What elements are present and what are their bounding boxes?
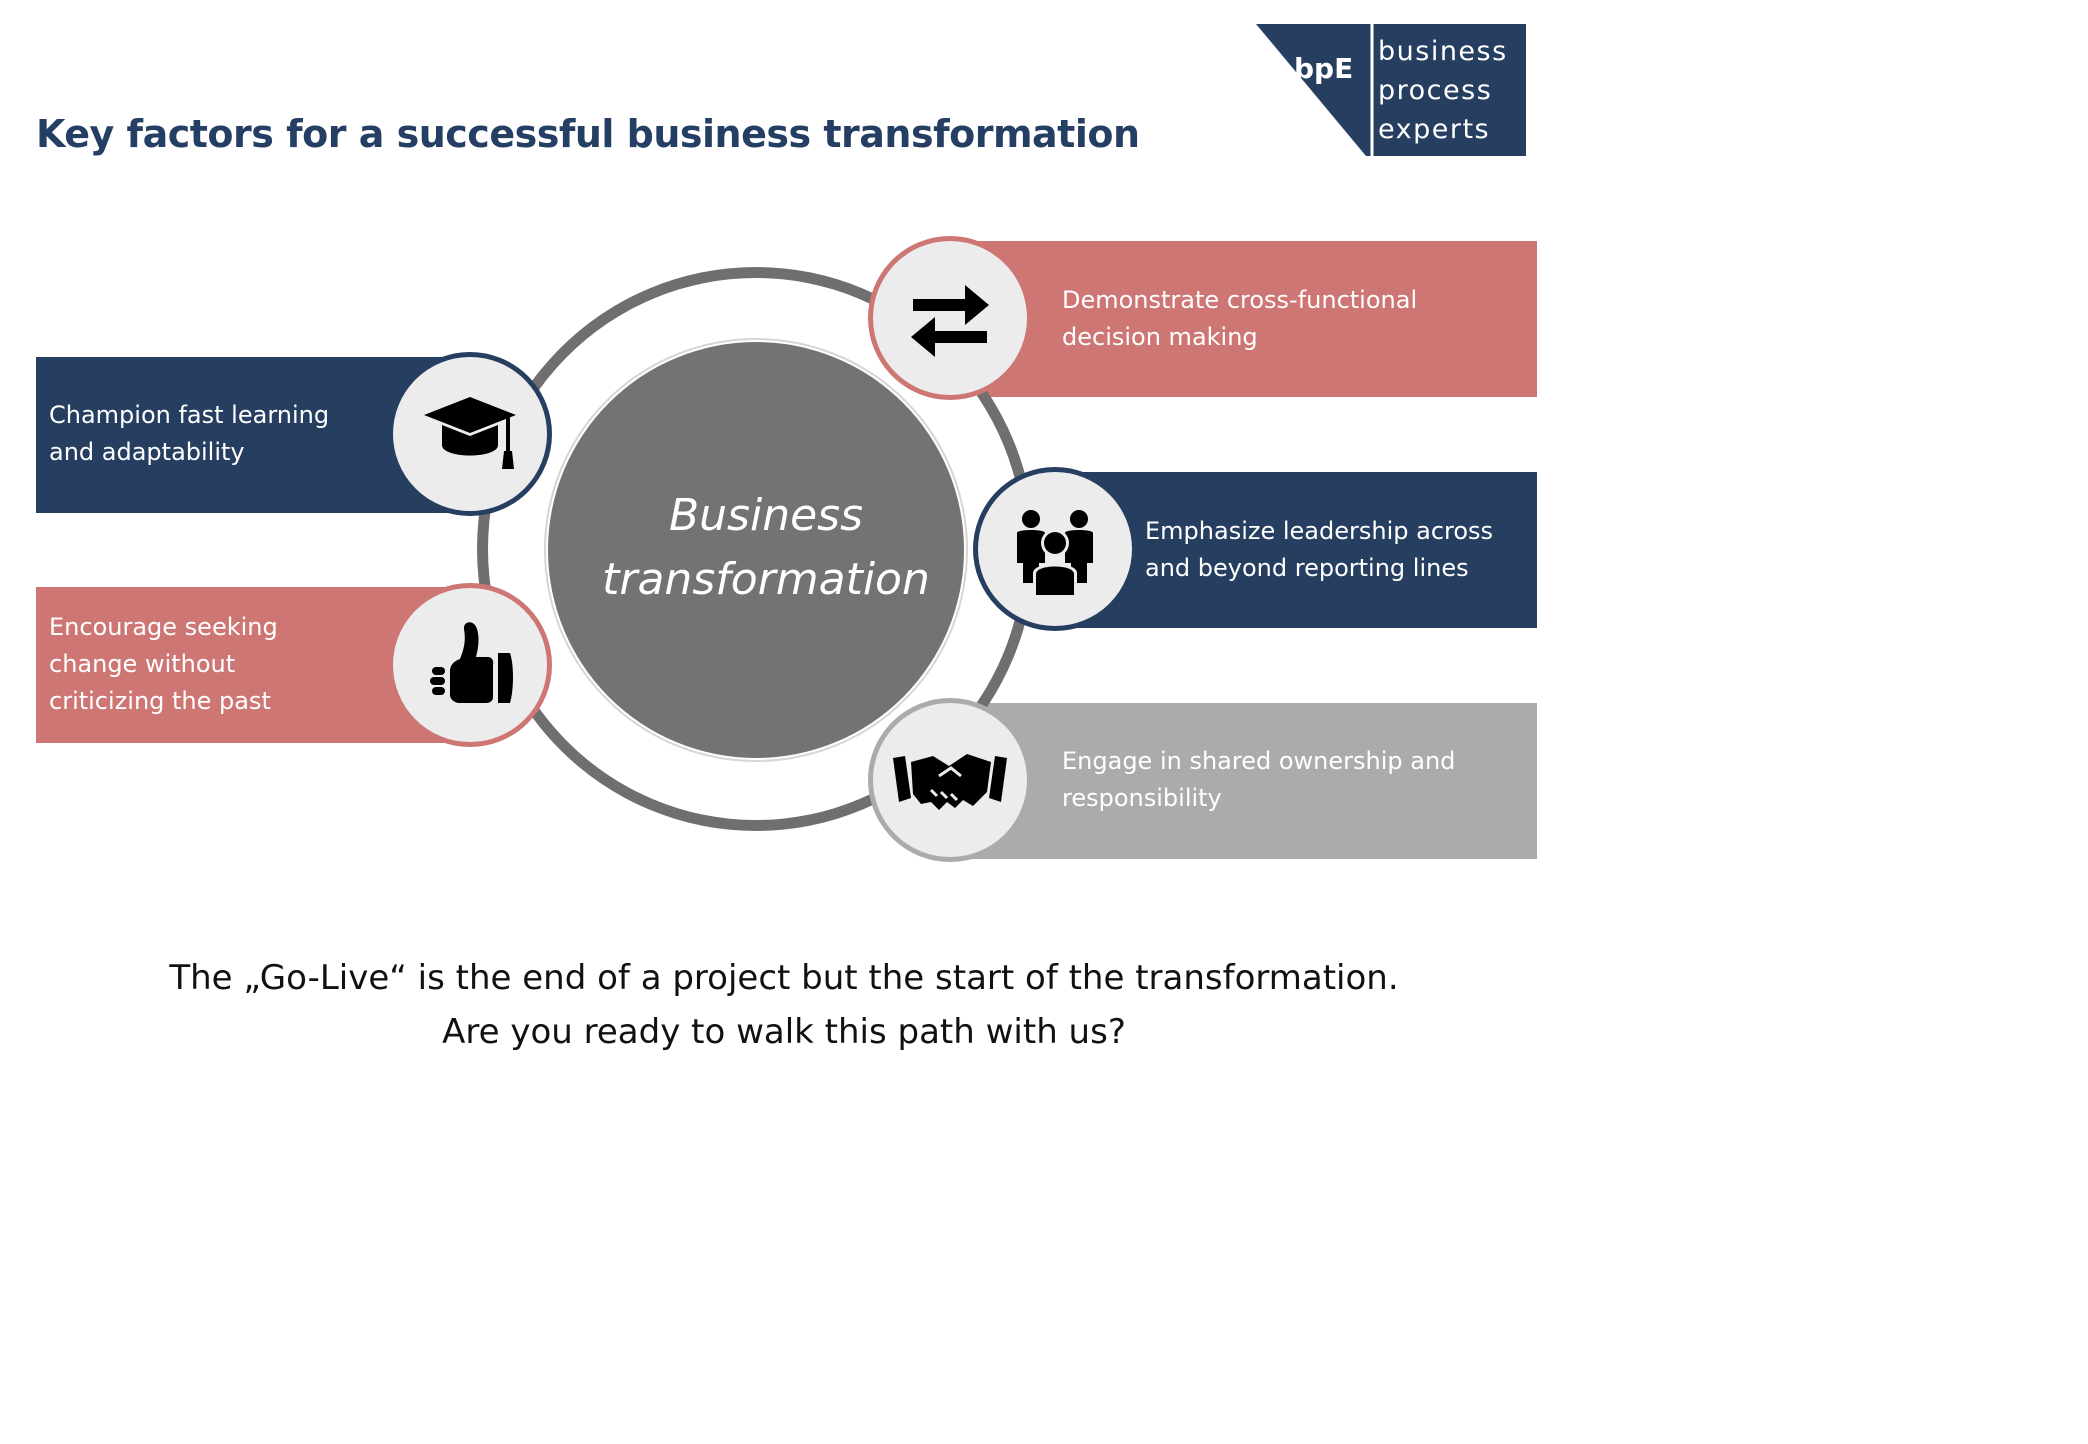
logo-word: business (1378, 36, 1508, 67)
center-circle (548, 342, 964, 758)
factor-icon-circle-learning (388, 352, 552, 516)
factor-banner-leadership: Emphasize leadership across and beyond r… (1050, 472, 1537, 628)
factor-banner-ownership: Engage in shared ownership and responsib… (950, 703, 1537, 859)
thumbs-up-icon (430, 622, 513, 703)
team-icon (1017, 510, 1093, 595)
logo-mark: bpE (1294, 52, 1354, 85)
factor-icon-circle-decision (868, 236, 1032, 400)
factor-text: Champion fast learning and adaptability (49, 401, 330, 466)
footer-line-2: Are you ready to walk this path with us? (442, 1012, 1126, 1052)
handshake-icon (893, 754, 1007, 810)
factor-banner-learning: Champion fast learning and adaptability (36, 357, 476, 513)
footer-line-1: The „Go-Live“ is the end of a project bu… (169, 958, 1399, 998)
exchange-arrows-icon (911, 285, 989, 357)
logo-word: process (1378, 75, 1493, 106)
graduation-cap-icon (424, 397, 516, 469)
factor-text: Demonstrate cross-functional decision ma… (1062, 286, 1418, 351)
factor-text: Emphasize leadership across and beyond r… (1145, 517, 1494, 582)
factor-icon-circle-leadership (973, 467, 1137, 631)
factor-banner-decision: Demonstrate cross-functional decision ma… (950, 241, 1537, 397)
page-title: Key factors for a successful business tr… (36, 112, 1140, 156)
factor-text: Engage in shared ownership and responsib… (1062, 747, 1456, 812)
logo-word: experts (1378, 114, 1491, 145)
company-logo: bpE business process experts (1256, 24, 1526, 156)
logo-shape (1256, 24, 1526, 156)
factor-icon-circle-change (388, 583, 552, 747)
factor-icon-circle-ownership (868, 698, 1032, 862)
factor-text: Encourage seeking change without critici… (49, 613, 278, 715)
center-label: Business transformation (602, 490, 930, 605)
logo-wordmark: business process experts (1378, 32, 1526, 149)
